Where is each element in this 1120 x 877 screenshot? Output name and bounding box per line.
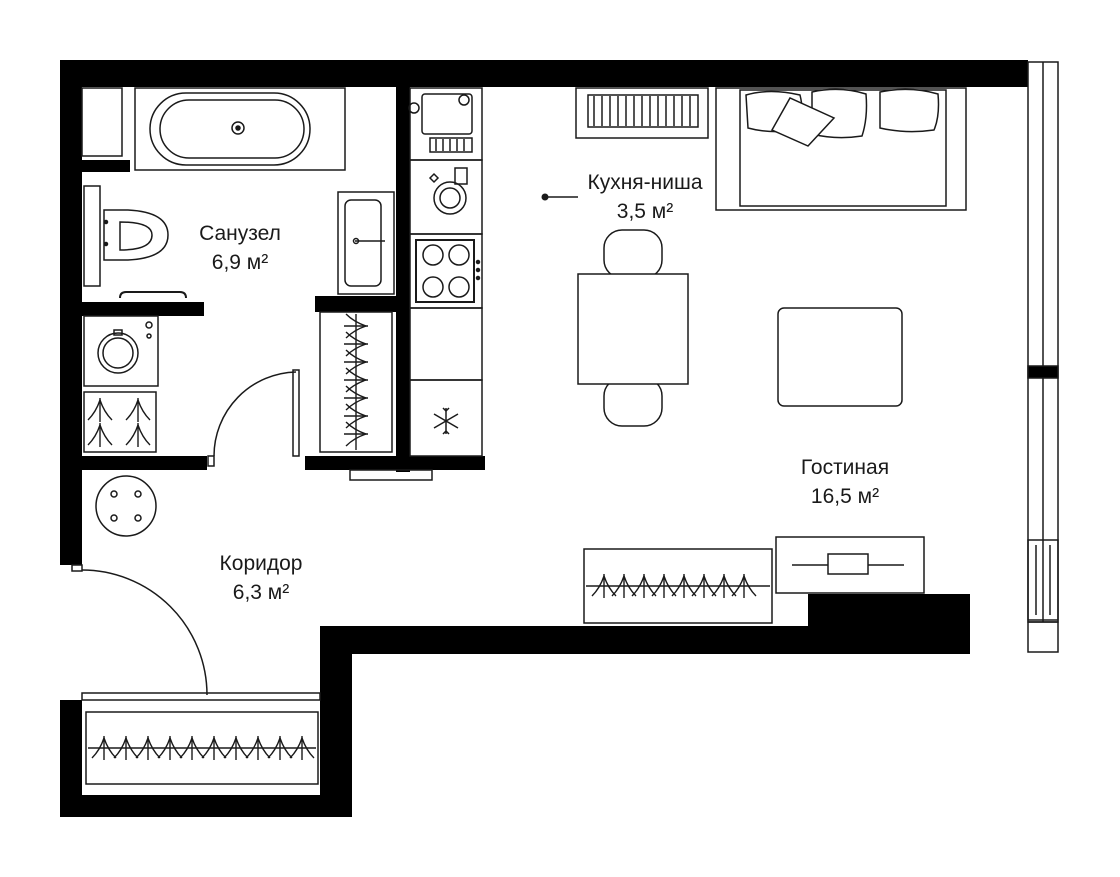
kitchen-sink-icon: [408, 87, 483, 161]
room-area: 6,3 м²: [232, 581, 290, 604]
stove-icon: [409, 233, 483, 309]
round-table-icon: [95, 475, 157, 537]
room-area: 16,5 м²: [810, 485, 880, 508]
kitchen-label-pointer: [541, 193, 578, 201]
room-label-living: Гостиная 16,5 м²: [780, 453, 910, 511]
towel-rail: [119, 291, 187, 299]
room-area: 6,9 м²: [211, 251, 269, 274]
toilet-icon: [83, 185, 169, 287]
dining-table-icon: [577, 229, 689, 427]
room-name: Гостиная: [800, 456, 890, 479]
room-label-kitchen: Кухня-ниша 3,5 м²: [570, 168, 720, 226]
wardrobe-icon: [319, 311, 393, 453]
room-name: Санузел: [199, 222, 281, 245]
door-icon: [207, 369, 300, 467]
sofa-icon: [715, 87, 967, 211]
tv-stand-icon: [775, 536, 925, 594]
walls: [60, 60, 1028, 817]
dishwasher-icon: [409, 159, 483, 235]
window-icon: [1027, 61, 1059, 653]
bath-shelf: [81, 87, 123, 157]
sink-icon: [337, 191, 395, 295]
coffee-table-icon: [777, 307, 903, 407]
radiator-icon: [349, 469, 433, 481]
entrance-door-icon: [71, 564, 321, 701]
room-name: Коридор: [219, 552, 303, 575]
living-wardrobe: [583, 548, 773, 624]
radiator-icon: [575, 87, 709, 139]
kitchen-cabinet: [409, 307, 483, 381]
fridge-icon: [409, 379, 483, 457]
room-area: 3,5 м²: [616, 200, 674, 223]
bathtub-icon: [134, 87, 346, 171]
laundry-wardrobe: [83, 391, 157, 453]
entrance-wardrobe: [85, 711, 319, 785]
washing-machine-icon: [83, 315, 159, 387]
room-label-bathroom: Санузел 6,9 м²: [185, 219, 295, 277]
room-label-corridor: Коридор 6,3 м²: [196, 549, 326, 607]
room-name: Кухня-ниша: [587, 171, 703, 194]
